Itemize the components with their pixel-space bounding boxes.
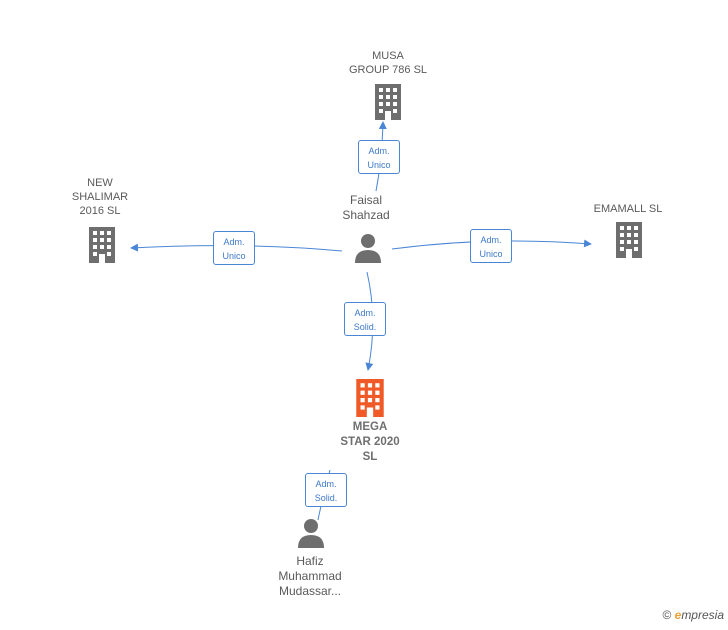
node-label-hafiz[interactable]: Hafiz Muhammad Mudassar... xyxy=(278,554,342,598)
empresia-logo[interactable]: © empresia xyxy=(662,608,724,622)
node-label-musa[interactable]: MUSA GROUP 786 SL xyxy=(348,50,428,76)
node-label-new-shalimar[interactable]: NEW SHALIMAR 2016 SL xyxy=(71,177,129,217)
person-icon-faisal[interactable] xyxy=(353,233,383,263)
building-icon-new-shalimar[interactable] xyxy=(87,227,117,263)
edge-label-faisal-musa: Adm. Unico xyxy=(358,140,400,174)
edge-label-faisal-mega: Adm. Solid. xyxy=(344,302,386,336)
brand-name-first: e xyxy=(674,608,682,622)
edge-label-faisal-emamall: Adm. Unico xyxy=(470,229,512,263)
copyright-symbol: © xyxy=(662,608,672,622)
edge-label-hafiz-mega: Adm. Solid. xyxy=(305,473,347,507)
node-label-faisal[interactable]: Faisal Shahzad xyxy=(342,193,390,222)
node-label-mega-star[interactable]: MEGA STAR 2020 SL xyxy=(340,421,400,463)
node-label-emamall[interactable]: EMAMALL SL xyxy=(593,203,663,215)
building-icon-mega-star-focus[interactable] xyxy=(354,379,386,417)
brand-name-rest: mpresia xyxy=(681,608,724,622)
person-icon-hafiz[interactable] xyxy=(296,518,326,548)
building-icon-emamall[interactable] xyxy=(614,222,644,258)
edge-label-faisal-shalimar: Adm. Unico xyxy=(213,231,255,265)
building-icon-musa[interactable] xyxy=(373,84,403,120)
